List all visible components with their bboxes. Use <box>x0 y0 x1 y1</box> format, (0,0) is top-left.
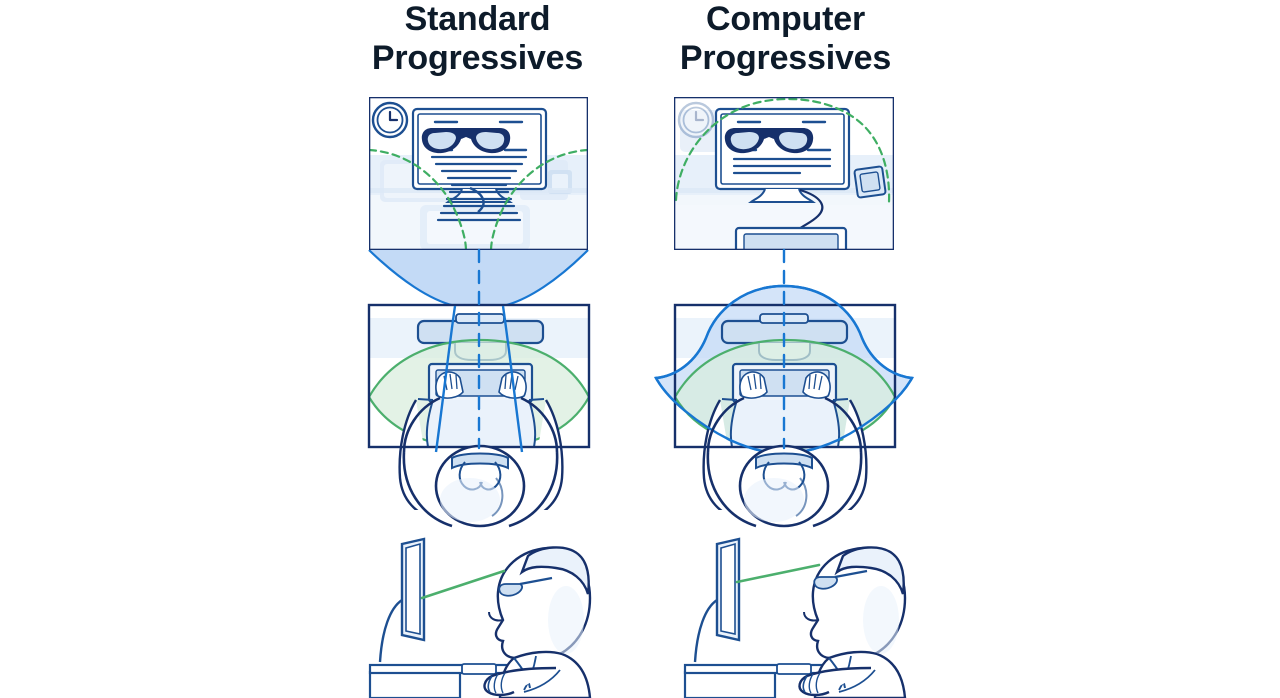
column-title-standard: Standard Progressives <box>371 0 584 77</box>
clear-vision-boundary-standard <box>369 148 588 250</box>
hands-icon <box>739 371 831 399</box>
monitor-scene-computer <box>674 97 894 250</box>
clear-vision-boundary-computer <box>674 97 891 204</box>
eyeglasses-side-icon <box>498 576 553 597</box>
overhead-head-standard <box>402 396 559 528</box>
sightline-computer <box>735 563 821 584</box>
hands-icon <box>435 371 527 399</box>
square-note-icon <box>853 165 887 199</box>
sightline-standard <box>420 569 506 600</box>
side-view-computer <box>683 537 907 698</box>
eyeglasses-icon <box>421 128 511 154</box>
overhead-scene-computer <box>654 284 914 510</box>
distance-cone-standard <box>368 249 589 308</box>
monitor-scene-standard <box>369 97 588 250</box>
column-title-computer: Computer Progressives <box>679 0 892 77</box>
eyeglasses-icon <box>724 128 814 154</box>
clock-icon <box>677 101 715 139</box>
clock-icon <box>371 101 409 139</box>
wide-vision-dome-computer <box>654 284 914 456</box>
overhead-head-computer <box>706 396 863 528</box>
cone-rays-standard <box>434 305 524 453</box>
eyeglasses-side-icon <box>813 569 868 590</box>
side-view-standard <box>368 537 592 698</box>
overhead-scene-standard <box>367 303 591 510</box>
